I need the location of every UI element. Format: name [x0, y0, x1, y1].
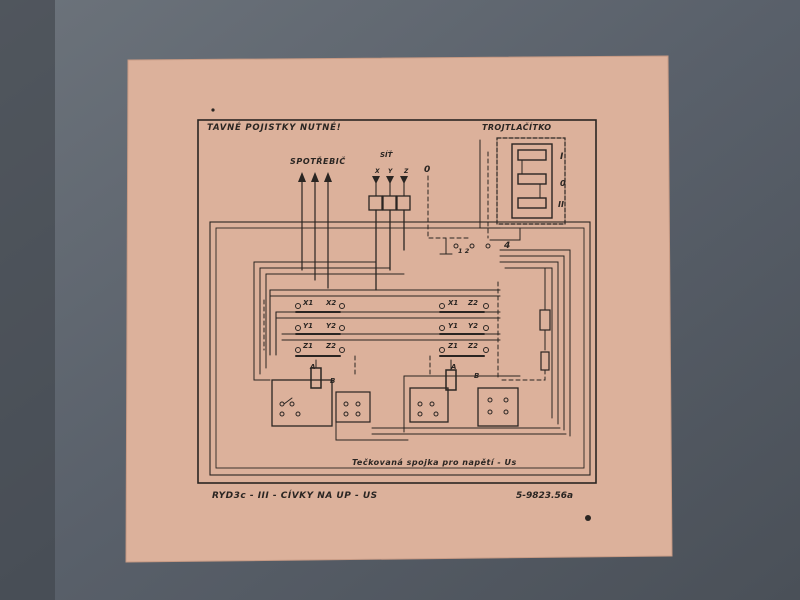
- right-contactor-circles: [439, 303, 489, 353]
- top-note-label: TAVNÉ POJISTKY NUTNÉ!: [207, 123, 342, 133]
- right-x1-label: X1: [448, 299, 459, 307]
- network-label: SÍŤ: [380, 151, 393, 159]
- right-y2-label: Y2: [468, 322, 478, 330]
- load-label: SPOTŘEBIČ: [290, 157, 346, 166]
- right-z1-label: Z1: [448, 342, 458, 350]
- left-relay-block: [271, 359, 333, 427]
- left-y2-label: Y2: [326, 322, 336, 330]
- switch-pos-0-label: 0: [560, 179, 566, 188]
- inner-frame-2: [215, 227, 585, 469]
- contact-12-label: 1 2: [458, 247, 470, 255]
- right-a-label: A: [451, 363, 457, 371]
- switch-pos-1-label: I: [560, 152, 564, 162]
- left-x1-label: X1: [303, 299, 314, 307]
- drawing-number-label: 5-9823.56a: [516, 491, 574, 501]
- left-contactor: [295, 311, 341, 357]
- three-button-switch: [479, 137, 566, 229]
- right-y1-label: Y1: [448, 322, 458, 330]
- load-arrows: [301, 179, 329, 289]
- load-arrow-heads: [298, 172, 332, 182]
- fuse-blocks: [368, 195, 411, 291]
- right-z2-label: Z2: [468, 342, 478, 350]
- left-relay-block-2: [335, 391, 409, 441]
- switch-pos-2-label: II: [558, 200, 564, 209]
- contact-4-label: 4: [504, 241, 511, 251]
- left-z1-label: Z1: [303, 342, 313, 350]
- contact-group-124: [439, 227, 521, 255]
- dashed-control-lines: [263, 281, 499, 381]
- left-x2-label: X2: [326, 299, 337, 307]
- neutral-label: 0: [424, 165, 431, 175]
- left-y1-label: Y1: [303, 322, 313, 330]
- net-z-label: Z: [404, 168, 409, 175]
- ink-dot-small: [211, 108, 215, 112]
- right-contactor: [439, 311, 485, 357]
- device-code-label: RYD3c - III - CÍVKY NA UP - US: [212, 491, 378, 501]
- left-z2-label: Z2: [326, 342, 336, 350]
- ink-dot: [585, 515, 591, 521]
- right-x2-label: Z2: [468, 299, 478, 307]
- right-b-label: B: [474, 372, 480, 380]
- net-x-label: X: [375, 168, 380, 175]
- dark-left-edge: [0, 0, 55, 600]
- neutral-dashed: [427, 151, 489, 239]
- left-a-label: A: [310, 363, 316, 371]
- paper-sheet: [125, 55, 673, 563]
- inner-frame: [209, 221, 591, 476]
- dotted-link-note: Tečkovaná spojka pro napětí - Us: [352, 458, 517, 467]
- outer-frame: [197, 119, 597, 484]
- left-bus-wires: [253, 261, 405, 381]
- right-relay-block: [371, 359, 567, 435]
- net-y-label: Y: [388, 168, 393, 175]
- left-b-label: B: [330, 377, 336, 385]
- right-bus-wires: [499, 249, 571, 437]
- left-contactor-circles: [295, 303, 345, 353]
- three-button-label: TROJTLAČÍTKO: [482, 123, 552, 132]
